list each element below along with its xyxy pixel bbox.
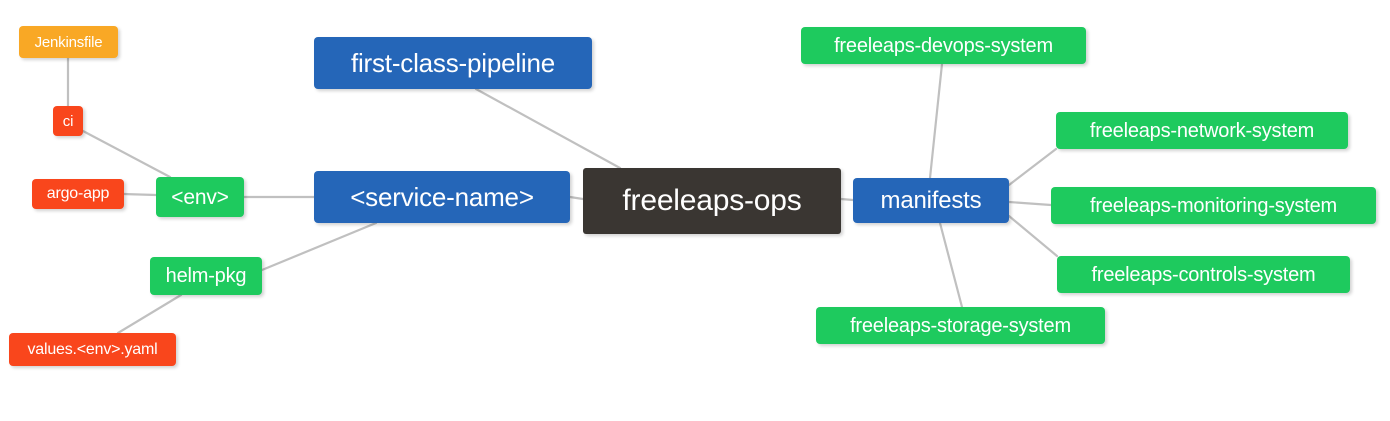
mindmap-node-first-class-pipeline[interactable]: first-class-pipeline [314,37,592,89]
edge-manifests-to-freeleaps-monitoring-system [1007,200,1053,207]
mindmap-node-label: freeleaps-storage-system [850,314,1071,337]
mindmap-node-helm-pkg[interactable]: helm-pkg [150,257,262,295]
mindmap-node-manifests[interactable]: manifests [853,178,1009,223]
mindmap-node-service-name[interactable]: <service-name> [314,171,570,223]
edge-manifests-to-freeleaps-network-system [1007,147,1058,187]
mindmap-node-argo-app[interactable]: argo-app [32,179,124,209]
mindmap-node-label: ci [62,112,74,130]
mindmap-node-freeleaps-devops-system[interactable]: freeleaps-devops-system [801,27,1086,64]
edge-argo-app-to-env [122,192,158,197]
edge-helm-pkg-to-service-name [260,221,378,272]
mindmap-node-freeleaps-storage-system[interactable]: freeleaps-storage-system [816,307,1105,344]
mindmap-node-freeleaps-controls-system[interactable]: freeleaps-controls-system [1057,256,1350,293]
mindmap-node-label: freeleaps-monitoring-system [1090,194,1337,217]
mindmap-node-label: helm-pkg [165,265,247,287]
edge-first-class-pipeline-to-freeleaps-ops [474,87,622,170]
mindmap-node-label: Jenkinsfile [34,33,103,51]
edge-freeleaps-ops-to-manifests [839,197,855,202]
mindmap-node-label: manifests [880,186,982,214]
mindmap-node-jenkinsfile[interactable]: Jenkinsfile [19,26,118,58]
mindmap-node-freeleaps-ops[interactable]: freeleaps-ops [583,168,841,234]
mindmap-node-freeleaps-monitoring-system[interactable]: freeleaps-monitoring-system [1051,187,1376,224]
mindmap-node-label: <env> [171,185,229,209]
mindmap-node-label: argo-app [46,185,110,202]
mindmap-node-ci[interactable]: ci [53,106,83,136]
mindmap-node-label: freeleaps-controls-system [1091,263,1316,286]
mindmap-node-label: first-class-pipeline [350,48,556,78]
mindmap-node-label: <service-name> [350,182,534,212]
mindmap-node-label: freeleaps-network-system [1089,119,1315,142]
edge-values-yaml-to-helm-pkg [116,293,183,335]
edge-manifests-to-freeleaps-storage-system [938,221,964,309]
edge-manifests-to-freeleaps-controls-system [1007,214,1059,258]
edge-service-name-to-freeleaps-ops [568,195,585,201]
edge-manifests-to-freeleaps-devops-system [928,62,944,180]
mindmap-node-label: freeleaps-ops [622,184,802,217]
mindmap-node-values-yaml[interactable]: values.<env>.yaml [9,333,176,366]
mindmap-node-label: values.<env>.yaml [27,340,158,358]
edge-ci-to-env [81,129,172,179]
mindmap-node-freeleaps-network-system[interactable]: freeleaps-network-system [1056,112,1348,149]
mindmap-node-env[interactable]: <env> [156,177,244,217]
mindmap-node-label: freeleaps-devops-system [834,34,1053,57]
